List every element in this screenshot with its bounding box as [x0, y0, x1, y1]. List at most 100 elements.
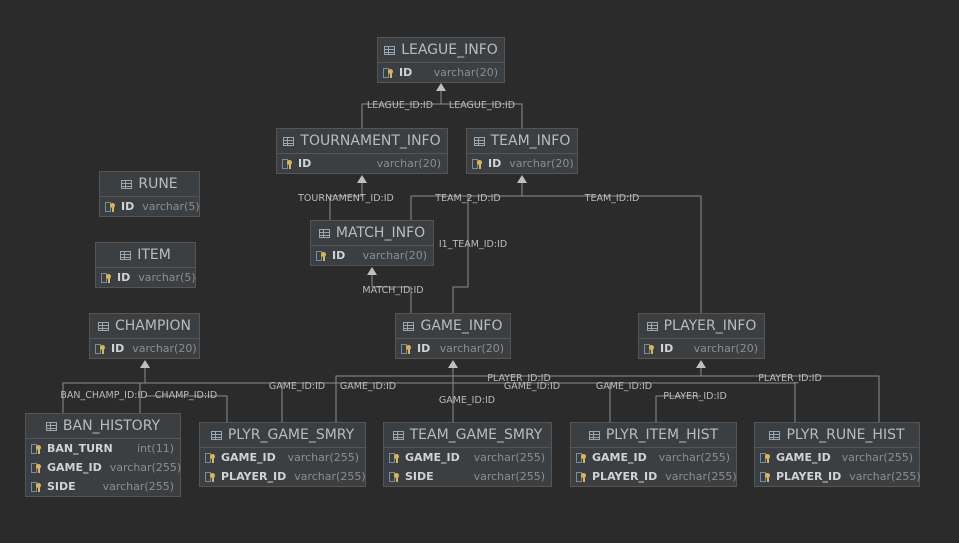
table-icon — [403, 321, 415, 331]
table-icon — [121, 179, 133, 189]
table-match-info[interactable]: MATCH_INFO ID varchar(20) — [310, 220, 434, 266]
arrow-tournament — [357, 175, 367, 183]
table-icon — [646, 321, 658, 331]
edge-match-team2 — [452, 196, 469, 313]
arrow-player — [696, 360, 706, 368]
primary-key-icon — [104, 201, 118, 213]
field-type: varchar(255) — [109, 461, 182, 474]
field-name: GAME_ID — [776, 451, 831, 464]
field-row[interactable]: ID varchar(20) — [311, 246, 433, 265]
field-row[interactable]: ID varchar(5) — [100, 197, 200, 216]
table-title: TEAM_GAME_SMRY — [409, 427, 543, 443]
field-type: varchar(255) — [665, 470, 737, 483]
primary-key-icon — [30, 462, 44, 474]
field-name: ID — [332, 249, 346, 262]
field-name: PLAYER_ID — [221, 470, 287, 483]
edge-label: BAN_CHAMP_ID:ID — [60, 390, 147, 401]
edge-label: PLAYER_ID:ID — [758, 373, 822, 384]
field-name: ID — [121, 200, 135, 213]
table-icon — [473, 136, 485, 146]
foreign-key-icon — [204, 452, 218, 464]
primary-key-icon — [94, 343, 108, 355]
table-title: PLYR_GAME_SMRY — [227, 427, 355, 443]
field-type: varchar(20) — [376, 157, 441, 170]
edge-match-tournament — [329, 182, 363, 220]
edge-rune-player — [701, 375, 880, 422]
primary-key-icon — [643, 343, 657, 355]
field-type: int(11) — [137, 442, 174, 455]
arrow-match — [367, 267, 377, 275]
primary-key-icon — [100, 272, 114, 284]
field-name: SIDE — [405, 470, 434, 483]
arrow-champion — [140, 360, 150, 368]
primary-key-icon — [471, 158, 485, 170]
edge-label: GAME_ID:ID — [504, 381, 560, 392]
edge-item-player — [655, 395, 701, 422]
primary-key-icon — [30, 481, 44, 493]
table-title: BAN_HISTORY — [62, 418, 161, 434]
table-icon — [45, 421, 57, 431]
field-row[interactable]: PLAYER_ID varchar(255) — [571, 467, 737, 486]
edge-label: GAME_ID:ID — [596, 381, 652, 392]
table-icon — [384, 45, 396, 55]
field-name: PLAYER_ID — [592, 470, 658, 483]
field-type: varchar(255) — [287, 451, 359, 464]
field-type: varchar(255) — [849, 470, 921, 483]
foreign-key-icon — [575, 452, 589, 464]
table-rune[interactable]: RUNE ID varchar(5) — [99, 171, 200, 217]
table-icon — [97, 321, 109, 331]
field-type: varchar(5) — [142, 200, 200, 213]
edge-player-team — [522, 195, 702, 313]
edge-label: CHAMP_ID:ID — [155, 390, 217, 401]
table-title: PLYR_RUNE_HIST — [786, 427, 905, 443]
field-type: varchar(5) — [138, 271, 196, 284]
edge-label: LEAGUE_ID:ID — [367, 100, 433, 111]
edge-rune-game — [453, 382, 796, 422]
field-type: varchar(255) — [658, 451, 730, 464]
field-name: GAME_ID — [405, 451, 460, 464]
table-icon — [120, 250, 132, 260]
foreign-key-icon — [575, 471, 589, 483]
field-type: varchar(20) — [509, 157, 574, 170]
field-type: varchar(20) — [439, 342, 504, 355]
foreign-key-icon — [388, 452, 402, 464]
field-type: varchar(20) — [362, 249, 427, 262]
edge-label: TOURNAMENT_ID:ID — [297, 193, 394, 204]
table-title: RUNE — [138, 176, 178, 192]
table-title: MATCH_INFO — [335, 225, 426, 241]
field-type: varchar(255) — [102, 480, 174, 493]
edge-ban-champion — [62, 367, 146, 413]
edge-label: LEAGUE_ID:ID — [449, 100, 515, 111]
field-type: varchar(20) — [433, 66, 498, 79]
